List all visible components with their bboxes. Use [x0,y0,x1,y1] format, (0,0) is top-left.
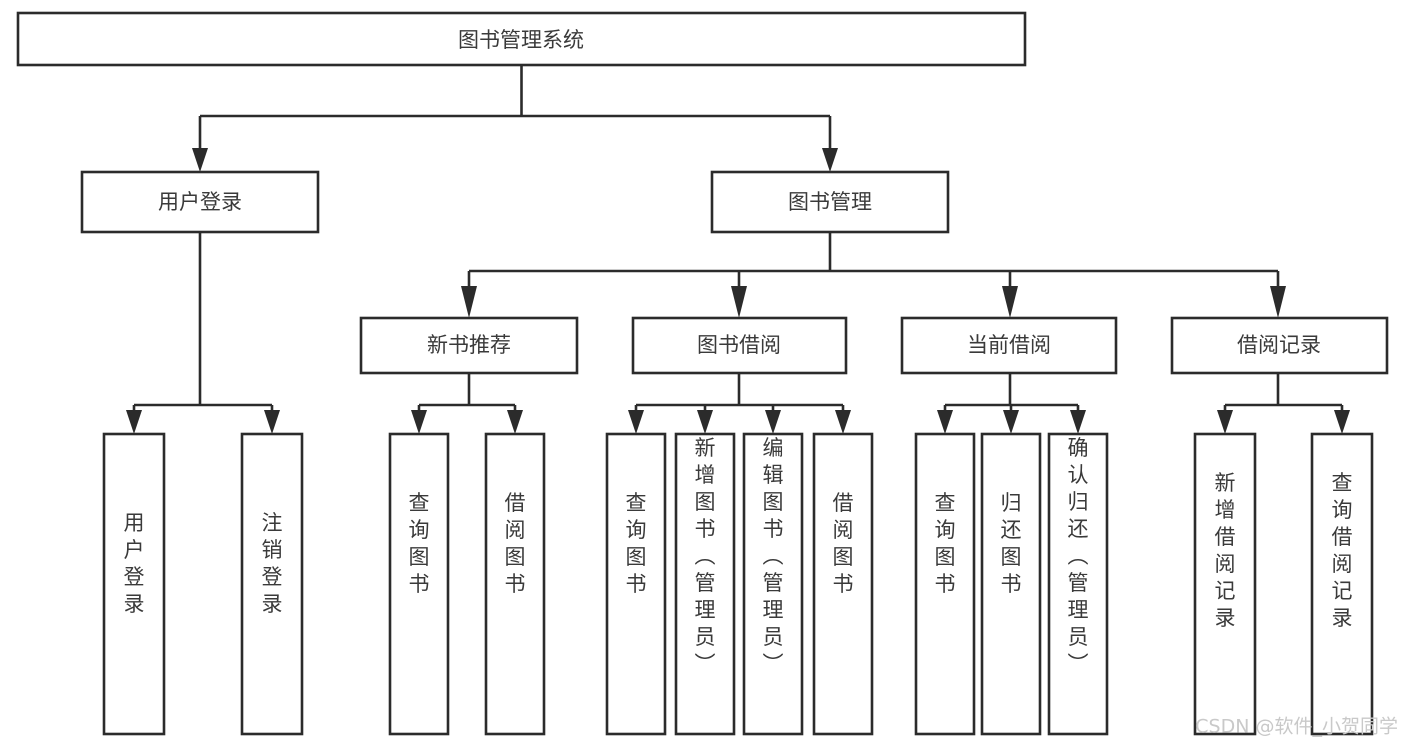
arrowhead-borrow-leaf-1 [628,410,644,434]
leaf-borrow-borrow-book-label: 借阅图书 [833,491,854,596]
arrowhead-level3-borrow [731,286,747,318]
node-book-borrow-label: 图书借阅 [697,333,781,357]
leaf-borrow-search-book-box[interactable] [605,432,667,736]
leaf-current-return-book-label: 归还图书 [1001,491,1022,596]
leaf-borrow-search-book[interactable]: 查询图书 [605,432,667,736]
leaf-newbook-search-book-box[interactable] [388,432,450,736]
node-book-borrow[interactable]: 图书借阅 [631,316,848,375]
arrowhead-current-leaf-3 [1070,410,1086,434]
node-new-book-recommend[interactable]: 新书推荐 [359,316,579,375]
arrowhead-borrow-leaf-3 [765,410,781,434]
leaf-record-add-record-label: 新增借阅记录 [1215,471,1236,630]
node-user-login-label: 用户登录 [158,190,242,214]
leaf-record-add-record-box[interactable] [1193,432,1257,736]
leaf-login-user-login-label: 用户登录 [124,511,145,616]
arrowhead-login-leaf-2 [264,410,280,434]
leaf-newbook-search-book[interactable]: 查询图书 [388,432,450,736]
leaf-current-search-book-box[interactable] [914,432,976,736]
arrowhead-current-leaf-1 [937,410,953,434]
leaf-login-user-login[interactable]: 用户登录 [102,432,166,736]
arrowhead-level2-bookmgmt [822,148,838,172]
node-user-login[interactable]: 用户登录 [80,170,320,234]
leaf-borrow-edit-book-admin-box[interactable] [742,432,804,736]
leaf-login-logout[interactable]: 注销登录 [240,432,304,736]
node-book-borrow-box[interactable] [631,316,848,375]
leaf-record-add-record[interactable]: 新增借阅记录 [1193,432,1257,736]
arrowhead-level3-current [1002,286,1018,318]
arrowhead-record-leaf-1 [1217,410,1233,434]
leaf-login-logout-label: 注销登录 [262,511,283,616]
node-user-login-box[interactable] [80,170,320,234]
arrowhead-level2-login [192,148,208,172]
leaf-newbook-borrow-book[interactable]: 借阅图书 [484,432,546,736]
leaf-record-search-record[interactable]: 查询借阅记录 [1310,432,1374,736]
leaf-record-search-record-box[interactable] [1310,432,1374,736]
leaf-borrow-search-book-label: 查询图书 [626,491,647,596]
leaf-newbook-search-book-label: 查询图书 [409,491,430,596]
arrowhead-borrow-leaf-2 [697,410,713,434]
leaf-borrow-add-book-admin-box[interactable] [674,432,736,736]
node-current-borrow[interactable]: 当前借阅 [900,316,1118,375]
leaf-current-search-book-label: 查询图书 [935,491,956,596]
node-current-borrow-box[interactable] [900,316,1118,375]
arrowhead-newbook-leaf-2 [507,410,523,434]
leaf-record-search-record-label: 查询借阅记录 [1332,471,1353,630]
node-root[interactable]: 图书管理系统 [16,11,1027,67]
csdn-watermark: CSDN @软件_小贺同学 [1195,716,1398,738]
node-current-borrow-label: 当前借阅 [967,333,1051,357]
node-borrow-record-label: 借阅记录 [1237,333,1321,357]
node-borrow-record-box[interactable] [1170,316,1389,375]
leaf-login-user-login-box[interactable] [102,432,166,736]
leaf-borrow-edit-book-admin[interactable]: 编辑图书︵管理员︶ [742,432,804,736]
node-book-management-label: 图书管理 [788,190,872,214]
arrowhead-level3-newbook [461,286,477,318]
leaf-login-logout-box[interactable] [240,432,304,736]
leaf-borrow-borrow-book[interactable]: 借阅图书 [812,432,874,736]
leaf-borrow-edit-book-admin-label: 编辑图书︵管理员︶ [763,436,784,676]
arrowhead-record-leaf-2 [1334,410,1350,434]
leaf-newbook-borrow-book-label: 借阅图书 [505,491,526,596]
leaf-borrow-borrow-book-box[interactable] [812,432,874,736]
leaf-current-confirm-return-admin-box[interactable] [1047,432,1109,736]
node-new-book-recommend-box[interactable] [359,316,579,375]
node-book-management[interactable]: 图书管理 [710,170,950,234]
node-root-box[interactable] [16,11,1027,67]
leaf-borrow-add-book-admin[interactable]: 新增图书︵管理员︶ [674,432,736,736]
arrowhead-level3-record [1270,286,1286,318]
leaf-newbook-borrow-book-box[interactable] [484,432,546,736]
leaf-current-return-book[interactable]: 归还图书 [980,432,1042,736]
connector-layer [126,65,1350,434]
arrowhead-login-leaf-1 [126,410,142,434]
arrowhead-newbook-leaf-1 [411,410,427,434]
node-borrow-record[interactable]: 借阅记录 [1170,316,1389,375]
leaf-current-return-book-box[interactable] [980,432,1042,736]
leaf-current-search-book[interactable]: 查询图书 [914,432,976,736]
leaf-current-confirm-return-admin[interactable]: 确认归还︵管理员︶ [1047,432,1109,736]
arrowhead-current-leaf-2 [1003,410,1019,434]
node-root-label: 图书管理系统 [458,28,584,52]
node-book-management-box[interactable] [710,170,950,234]
leaf-borrow-add-book-admin-label: 新增图书︵管理员︶ [695,436,716,676]
leaf-current-confirm-return-admin-label: 确认归还︵管理员︶ [1068,436,1089,676]
node-new-book-recommend-label: 新书推荐 [427,333,511,357]
arrowhead-borrow-leaf-4 [835,410,851,434]
